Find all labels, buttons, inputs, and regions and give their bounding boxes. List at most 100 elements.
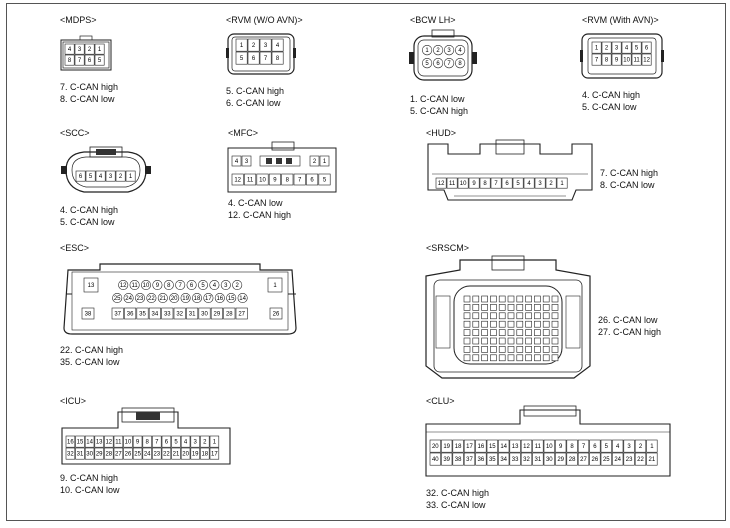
svg-text:4: 4 xyxy=(616,444,620,450)
svg-text:16: 16 xyxy=(67,440,74,446)
pin-4: 4 xyxy=(271,38,284,52)
pin-8: 8 xyxy=(454,57,466,69)
pin-cell xyxy=(490,304,497,311)
pin-cell xyxy=(516,304,524,311)
svg-text:8: 8 xyxy=(570,444,574,450)
svg-text:10: 10 xyxy=(125,440,132,446)
pin-cell xyxy=(490,295,497,303)
pin-32: 32 xyxy=(520,452,533,466)
pin-note: 32. C-CAN high xyxy=(426,488,490,498)
pin-cell xyxy=(481,354,488,362)
svg-text:6: 6 xyxy=(252,56,256,62)
svg-text:25: 25 xyxy=(114,296,121,302)
pin-5: 5 xyxy=(512,177,524,189)
pin-cell xyxy=(534,320,541,328)
pin-2: 2 xyxy=(634,439,647,453)
pin-cell xyxy=(507,346,515,353)
pin-cell xyxy=(463,346,471,353)
svg-text:37: 37 xyxy=(466,457,473,463)
pin-38: 38 xyxy=(81,307,95,320)
pin-note: 26. C-CAN low xyxy=(598,315,658,325)
pin-25: 25 xyxy=(600,452,612,466)
svg-text:3: 3 xyxy=(78,47,82,53)
pin-12: 12 xyxy=(435,177,447,189)
pin-1: 1 xyxy=(556,177,568,189)
pin-20: 20 xyxy=(429,439,441,453)
svg-text:4: 4 xyxy=(99,174,103,180)
pin-cell xyxy=(525,295,532,303)
svg-text:3: 3 xyxy=(194,440,198,446)
pin-cell xyxy=(481,337,488,345)
pin-2: 2 xyxy=(232,279,243,290)
svg-text:16: 16 xyxy=(478,444,485,450)
connector-title: <CLU> xyxy=(426,396,455,406)
svg-text:17: 17 xyxy=(466,444,473,450)
svg-text:34: 34 xyxy=(500,457,507,463)
pin-cell xyxy=(498,329,506,336)
connector-title: <SCC> xyxy=(60,128,90,138)
pin-36: 36 xyxy=(124,307,137,320)
svg-text:1: 1 xyxy=(650,444,654,450)
pin-13: 13 xyxy=(83,277,99,293)
svg-text:10: 10 xyxy=(460,181,467,187)
pin-8: 8 xyxy=(281,173,294,186)
svg-text:2: 2 xyxy=(203,440,207,446)
pin-10: 10 xyxy=(123,435,133,448)
svg-text:13: 13 xyxy=(96,440,103,446)
pin-note: 5. C-CAN low xyxy=(60,217,115,227)
pin-6: 6 xyxy=(247,51,260,65)
pin-cell xyxy=(463,295,471,303)
pin-cell xyxy=(507,320,515,328)
pin-26: 26 xyxy=(589,452,601,466)
pin-note: 33. C-CAN low xyxy=(426,500,486,510)
pin-15: 15 xyxy=(75,435,85,448)
svg-text:36: 36 xyxy=(478,457,485,463)
svg-text:20: 20 xyxy=(432,444,439,450)
pin-2: 2 xyxy=(247,38,260,52)
pin-cell xyxy=(463,329,471,336)
svg-text:5: 5 xyxy=(425,61,429,67)
svg-text:18: 18 xyxy=(194,296,201,302)
svg-text:28: 28 xyxy=(569,457,576,463)
pin-cell xyxy=(490,312,497,320)
pin-cell xyxy=(542,312,550,320)
pin-9: 9 xyxy=(468,177,480,189)
svg-text:5: 5 xyxy=(635,46,639,52)
svg-text:25: 25 xyxy=(134,452,141,458)
pin-cell xyxy=(481,320,488,328)
connector-title: <BCW LH> xyxy=(410,15,456,25)
pin-cell xyxy=(525,329,532,336)
pin-cell xyxy=(534,354,541,362)
svg-text:27: 27 xyxy=(115,452,122,458)
svg-text:4: 4 xyxy=(235,159,239,165)
svg-text:27: 27 xyxy=(580,457,587,463)
pin-9: 9 xyxy=(268,173,281,186)
pin-cell xyxy=(534,304,541,311)
svg-text:10: 10 xyxy=(546,444,553,450)
svg-text:2: 2 xyxy=(119,174,123,180)
svg-text:6: 6 xyxy=(190,283,194,289)
svg-text:15: 15 xyxy=(228,296,235,302)
pin-27: 27 xyxy=(577,452,590,466)
pin-4: 4 xyxy=(209,279,220,290)
pin-1: 1 xyxy=(422,44,433,56)
pin-note: 6. C-CAN low xyxy=(226,98,281,108)
svg-text:8: 8 xyxy=(167,283,171,289)
pin-note: 27. C-CAN high xyxy=(598,327,662,337)
pin-11: 11 xyxy=(446,177,458,189)
pin-26: 26 xyxy=(123,447,133,460)
svg-text:24: 24 xyxy=(125,296,132,302)
pin-28: 28 xyxy=(104,447,114,460)
pin-cell xyxy=(481,346,488,353)
svg-text:24: 24 xyxy=(144,452,151,458)
svg-text:2: 2 xyxy=(639,444,643,450)
pin-5: 5 xyxy=(422,57,433,69)
pin-3: 3 xyxy=(259,38,272,52)
svg-text:6: 6 xyxy=(310,178,314,184)
pin-cell xyxy=(525,354,532,362)
pin-14: 14 xyxy=(237,292,248,303)
